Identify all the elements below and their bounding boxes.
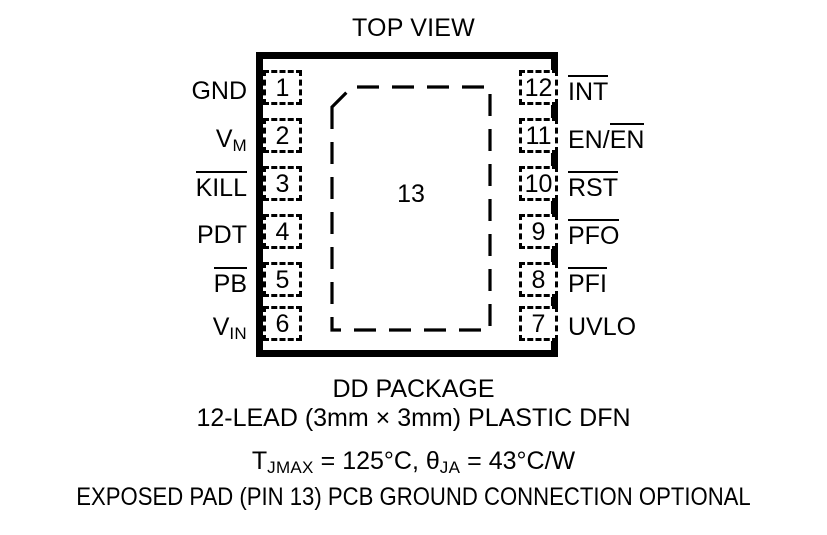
thermal-tj-subscript: JMAX (267, 458, 314, 477)
caption-thermal-specs: TJMAX = 125°C, θJA = 43°C/W (0, 447, 827, 477)
thermal-tj-value: = 125°C, (313, 447, 426, 475)
pin-label-pfo: PFO (568, 219, 620, 250)
pin-label-vm: VM (215, 124, 247, 155)
thermal-theta-symbol: θ (425, 447, 440, 475)
pin-label-vm-subscript: M (232, 136, 247, 155)
exposed-pad-number: 13 (397, 180, 425, 208)
pin-label-pfi: PFI (568, 267, 607, 298)
pin-label-en-overlined: EN (609, 123, 645, 154)
pin-pad-9: 9 (519, 214, 558, 249)
pin-label-en-plain: EN/ (568, 126, 610, 154)
pin-label-pfo-text: PFO (568, 219, 620, 250)
pin-pad-8: 8 (519, 262, 558, 297)
pin-pad-6: 6 (263, 306, 302, 341)
pin-pad-12: 12 (519, 70, 558, 105)
thermal-tj-symbol: T (251, 447, 268, 475)
page-title: TOP VIEW (352, 14, 475, 42)
pin-label-uvlo: UVLO (568, 312, 636, 342)
pin-pad-11: 11 (519, 118, 558, 153)
pin-label-rst: RST (568, 171, 618, 202)
pin-label-en-enbar: EN/EN (568, 123, 645, 154)
pin-pad-10: 10 (519, 166, 558, 201)
exposed-pad-outline: 13 (330, 85, 492, 332)
pin-pad-5: 5 (263, 262, 302, 297)
pin-pad-1: 1 (263, 70, 302, 105)
thermal-theta-subscript: JA (439, 458, 461, 477)
pin-label-pb-text: PB (213, 267, 248, 298)
pin-label-kill-text: KILL (195, 171, 248, 202)
pin-label-vin-subscript: IN (229, 324, 247, 343)
pin-label-vin-text: V (212, 313, 230, 341)
caption-exposed-pad-note: EXPOSED PAD (PIN 13) PCB GROUND CONNECTI… (76, 483, 751, 511)
package-body-outline (256, 52, 558, 357)
pin-label-gnd-text: GND (191, 77, 247, 105)
thermal-theta-value: = 43°C/W (460, 447, 576, 475)
pin-label-pb: PB (213, 267, 248, 298)
pin-label-pdt-text: PDT (197, 221, 247, 249)
pin-pad-4: 4 (263, 214, 302, 249)
pin-pad-3: 3 (263, 166, 302, 201)
pin-pad-2: 2 (263, 118, 302, 153)
pin-label-kill: KILL (195, 171, 248, 202)
pin-label-gnd: GND (191, 76, 247, 106)
pin-label-uvlo-text: UVLO (568, 313, 637, 341)
caption-package-name: DD PACKAGE (332, 375, 495, 403)
pin-label-pfi-text: PFI (568, 267, 607, 298)
pin-label-rst-text: RST (568, 171, 618, 202)
caption-lead-count: 12-LEAD (3mm × 3mm) PLASTIC DFN (196, 404, 631, 432)
pin-label-int: INT (568, 75, 609, 106)
pin-label-int-text: INT (568, 75, 609, 106)
pin-label-pdt: PDT (197, 220, 247, 250)
pin-label-vm-text: V (215, 125, 233, 153)
pin-label-vin: VIN (212, 312, 247, 343)
pin-pad-7: 7 (519, 306, 558, 341)
